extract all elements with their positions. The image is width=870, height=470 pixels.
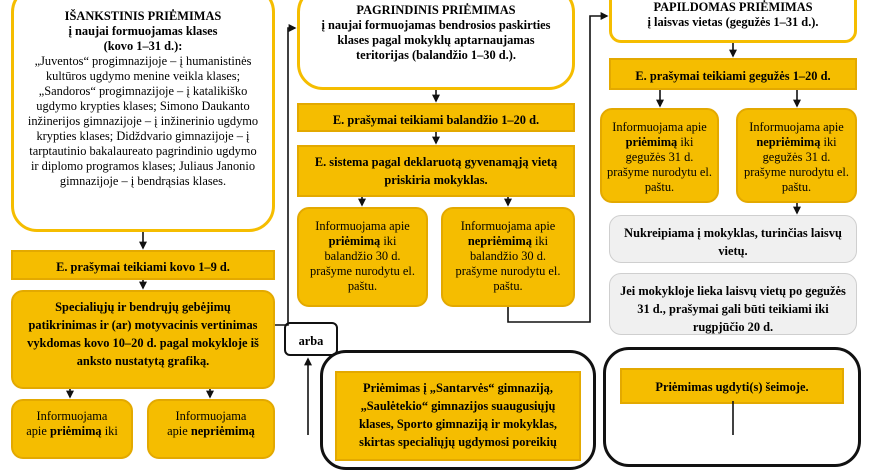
main-step-applications: E. prašymai teikiami balandžio 1–20 d. — [297, 103, 575, 132]
preliminary-period: (kovo 1–31 d.): — [103, 39, 183, 53]
additional-info-rejected: Informuojama apie nepriėmimą iki gegužės… — [736, 108, 857, 203]
main-admission-box: PAGRINDINIS PRIĖMIMAS į naujai formuojam… — [297, 0, 575, 90]
main-step-applications-text: E. prašymai teikiami balandžio 1–20 d. — [332, 113, 540, 127]
main-info-admitted: Informuojama apie priėmimą iki balandžio… — [297, 207, 428, 307]
or-label-box: arba — [284, 322, 338, 356]
preliminary-step-assessment: Specialiųjų ir bendrųjų gebėjimų patikri… — [11, 290, 275, 389]
arrow-c2-to-c3 — [507, 12, 609, 323]
main-info-rejected-text: Informuojama apie nepriėmimą iki balandž… — [455, 219, 561, 293]
preliminary-step-applications-text: E. prašymai teikiami kovo 1–9 d. — [56, 260, 230, 274]
preliminary-title: IŠANKSTINIS PRIĖMIMAS — [64, 9, 222, 23]
preliminary-admission-box: IŠANKSTINIS PRIĖMIMAS į naujai formuojam… — [11, 0, 275, 232]
flow-arrows — [66, 12, 801, 435]
or-label: arba — [298, 334, 324, 348]
additional-info-rejected-text: Informuojama apie nepriėmimą iki gegužės… — [744, 120, 849, 194]
additional-body: į laisvas vietas (gegužės 1–31 d.). — [647, 15, 819, 29]
additional-info-admitted: Informuojama apie priėmimą iki gegužės 3… — [600, 108, 719, 203]
family-education-text: Priėmimas ugdyti(s) šeimoje. — [655, 380, 809, 394]
additional-step-applications: E. prašymai teikiami gegužės 1–20 d. — [609, 58, 857, 90]
additional-admission-box: PAPILDOMAS PRIĖMIMAS į laisvas vietas (g… — [609, 0, 857, 43]
main-title: PAGRINDINIS PRIĖMIMAS — [356, 3, 516, 17]
late-applications-box: Jei mokykloje lieka laisvų vietų po gegu… — [609, 273, 857, 335]
preliminary-body: „Juventos“ progimnazijoje – į humanistin… — [27, 54, 259, 188]
main-info-admitted-text: Informuojama apie priėmimą iki balandžio… — [310, 219, 415, 293]
main-step-assign-text: E. sistema pagal deklaruotą gyvenamąją v… — [314, 155, 558, 187]
main-step-assign: E. sistema pagal deklaruotą gyvenamąją v… — [297, 145, 575, 197]
preliminary-step-assessment-text: Specialiųjų ir bendrųjų gebėjimų patikri… — [27, 300, 259, 368]
preliminary-step-applications: E. prašymai teikiami kovo 1–9 d. — [11, 250, 275, 280]
additional-title: PAPILDOMAS PRIĖMIMAS — [653, 0, 813, 14]
additional-info-admitted-text: Informuojama apie priėmimą iki gegužės 3… — [607, 120, 712, 194]
main-body: į naujai formuojamas bendrosios paskirti… — [321, 18, 551, 62]
preliminary-subtitle: į naujai formuojamas klases — [68, 24, 218, 38]
late-applications-text: Jei mokykloje lieka laisvų vietų po gegu… — [620, 284, 846, 334]
additional-step-applications-text: E. prašymai teikiami gegužės 1–20 d. — [635, 69, 831, 83]
redirect-box: Nukreipiama į mokyklas, turinčias laisvų… — [609, 215, 857, 263]
redirect-text: Nukreipiama į mokyklas, turinčias laisvų… — [624, 226, 842, 258]
main-info-rejected: Informuojama apie nepriėmimą iki balandž… — [441, 207, 575, 307]
info-rejected-line1: Informuojama — [175, 409, 247, 423]
arrow-c1-to-c2 — [275, 24, 297, 326]
info-admitted-line1: Informuojama — [36, 409, 108, 423]
family-education-box: Priėmimas ugdyti(s) šeimoje. — [620, 368, 844, 404]
